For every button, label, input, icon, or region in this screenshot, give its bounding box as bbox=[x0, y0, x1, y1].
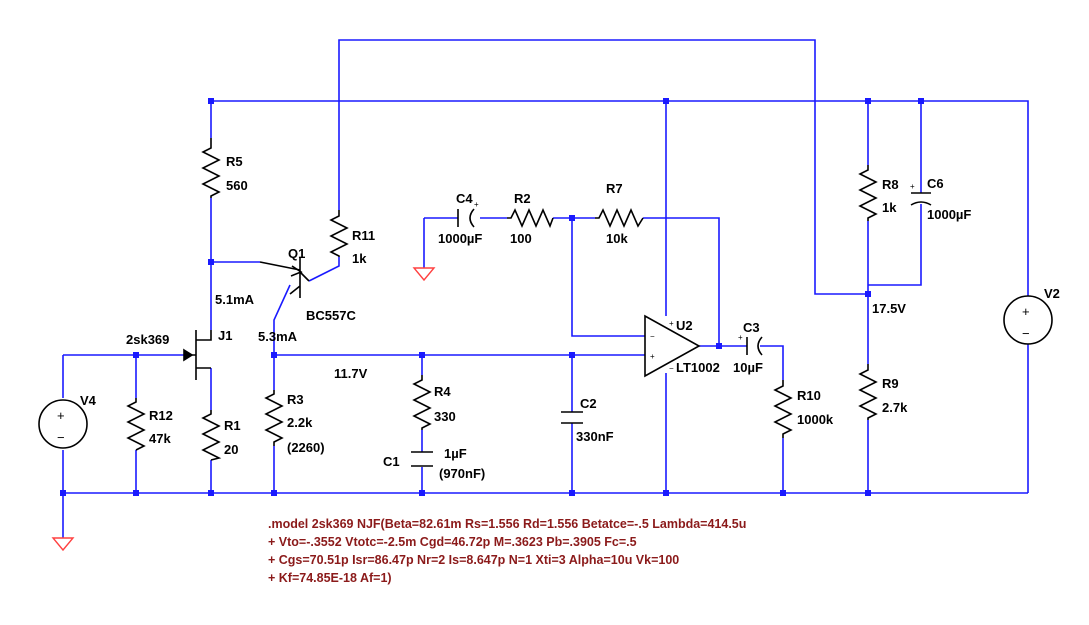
r8-ref: R8 bbox=[882, 177, 899, 192]
c2-value: 330nF bbox=[576, 429, 614, 444]
r9-ref: R9 bbox=[882, 376, 899, 391]
v4-ref: V4 bbox=[80, 393, 97, 408]
capacitor-c2: C2 330nF bbox=[561, 396, 614, 444]
j1-model: 2sk369 bbox=[126, 332, 169, 347]
svg-text:+: + bbox=[1022, 304, 1030, 319]
capacitor-c3: + C3 10µF bbox=[733, 320, 763, 375]
c1-value: 1µF bbox=[444, 446, 467, 461]
resistor-r9: R9 2.7k bbox=[858, 364, 908, 420]
r9-value: 2.7k bbox=[882, 400, 908, 415]
capacitor-c1: C1 1µF (970nF) bbox=[383, 446, 485, 481]
svg-text:+: + bbox=[650, 352, 655, 361]
r4-ref: R4 bbox=[434, 384, 451, 399]
resistor-r1: R1 20 bbox=[201, 410, 241, 461]
transistor-q1: Q1 BC557C bbox=[259, 246, 356, 323]
r7-value: 10k bbox=[606, 231, 628, 246]
r3-note: (2260) bbox=[287, 440, 325, 455]
svg-text:+: + bbox=[474, 200, 479, 209]
r5-value: 560 bbox=[226, 178, 248, 193]
c1-ref: C1 bbox=[383, 454, 400, 469]
capacitor-c4: + C4 1000µF bbox=[438, 191, 482, 246]
r2-ref: R2 bbox=[514, 191, 531, 206]
jfet-j1: J1 2sk369 bbox=[126, 328, 232, 380]
r8-value: 1k bbox=[882, 200, 897, 215]
voltage-node-11v7: 11.7V bbox=[334, 366, 368, 381]
resistor-r8: R8 1k bbox=[858, 165, 899, 221]
resistor-r10: R10 1000k bbox=[773, 380, 834, 438]
ground-symbol-main bbox=[51, 537, 75, 552]
svg-text:+: + bbox=[669, 319, 674, 328]
q1-model: BC557C bbox=[306, 308, 356, 323]
svg-text:−: − bbox=[650, 332, 655, 341]
q1-ref: Q1 bbox=[288, 246, 305, 261]
c3-ref: C3 bbox=[743, 320, 760, 335]
r12-ref: R12 bbox=[149, 408, 173, 423]
c4-ref: C4 bbox=[456, 191, 473, 206]
r4-value: 330 bbox=[434, 409, 456, 424]
wires bbox=[62, 39, 1029, 538]
c3-value: 10µF bbox=[733, 360, 763, 375]
voltage-node-17v5: 17.5V bbox=[872, 301, 906, 316]
c2-ref: C2 bbox=[580, 396, 597, 411]
r3-ref: R3 bbox=[287, 392, 304, 407]
r1-ref: R1 bbox=[224, 418, 241, 433]
directive-line-4: + Kf=74.85E-18 Af=1) bbox=[268, 571, 392, 585]
junction-dots bbox=[60, 98, 924, 496]
j1-ref: J1 bbox=[218, 328, 232, 343]
r10-ref: R10 bbox=[797, 388, 821, 403]
u2-model: LT1002 bbox=[676, 360, 720, 375]
ground-symbol-c4 bbox=[412, 267, 436, 282]
capacitor-c6: + C6 1000µF bbox=[910, 176, 971, 222]
u2-ref: U2 bbox=[676, 318, 693, 333]
directive-line-2: + Vto=-.3552 Vtotc=-2.5m Cgd=46.72p M=.3… bbox=[268, 535, 637, 549]
resistor-r2: R2 100 bbox=[507, 191, 554, 246]
resistor-r3: R3 2.2k (2260) bbox=[264, 390, 325, 455]
svg-text:−: − bbox=[669, 364, 674, 373]
c1-note: (970nF) bbox=[439, 466, 485, 481]
r1-value: 20 bbox=[224, 442, 238, 457]
c6-value: 1000µF bbox=[927, 207, 971, 222]
resistor-r5: R5 560 bbox=[201, 138, 248, 198]
resistor-r7: R7 10k bbox=[595, 181, 644, 246]
svg-text:+: + bbox=[57, 408, 65, 423]
svg-text:−: − bbox=[57, 430, 65, 445]
r3-value: 2.2k bbox=[287, 415, 313, 430]
resistor-r4: R4 330 bbox=[412, 375, 456, 430]
v2-ref: V2 bbox=[1044, 286, 1060, 301]
r2-value: 100 bbox=[510, 231, 532, 246]
r11-ref: R11 bbox=[352, 228, 375, 243]
r5-ref: R5 bbox=[226, 154, 243, 169]
r11-value: 1k bbox=[352, 251, 367, 266]
r7-ref: R7 bbox=[606, 181, 623, 196]
resistor-r11: R11 1k bbox=[329, 210, 375, 266]
svg-text:+: + bbox=[738, 333, 743, 342]
c6-ref: C6 bbox=[927, 176, 944, 191]
c4-value: 1000µF bbox=[438, 231, 482, 246]
svg-text:+: + bbox=[910, 182, 915, 191]
current-j1-label: 5.1mA bbox=[215, 292, 255, 307]
directive-line-3: + Cgs=70.51p Isr=86.47p Nr=2 Is=8.647p N… bbox=[268, 553, 679, 567]
r10-value: 1000k bbox=[797, 412, 834, 427]
opamp-u2: − + + − U2 LT1002 bbox=[644, 314, 720, 378]
voltage-source-v4: + − V4 bbox=[38, 393, 97, 449]
resistor-r12: R12 47k bbox=[126, 398, 173, 451]
r12-value: 47k bbox=[149, 431, 171, 446]
svg-text:−: − bbox=[1022, 326, 1030, 341]
current-q1-label: 5.3mA bbox=[258, 329, 298, 344]
directive-line-1: .model 2sk369 NJF(Beta=82.61m Rs=1.556 R… bbox=[268, 517, 746, 531]
spice-model-directive: .model 2sk369 NJF(Beta=82.61m Rs=1.556 R… bbox=[268, 517, 746, 585]
voltage-source-v2: + − V2 bbox=[1003, 286, 1060, 345]
